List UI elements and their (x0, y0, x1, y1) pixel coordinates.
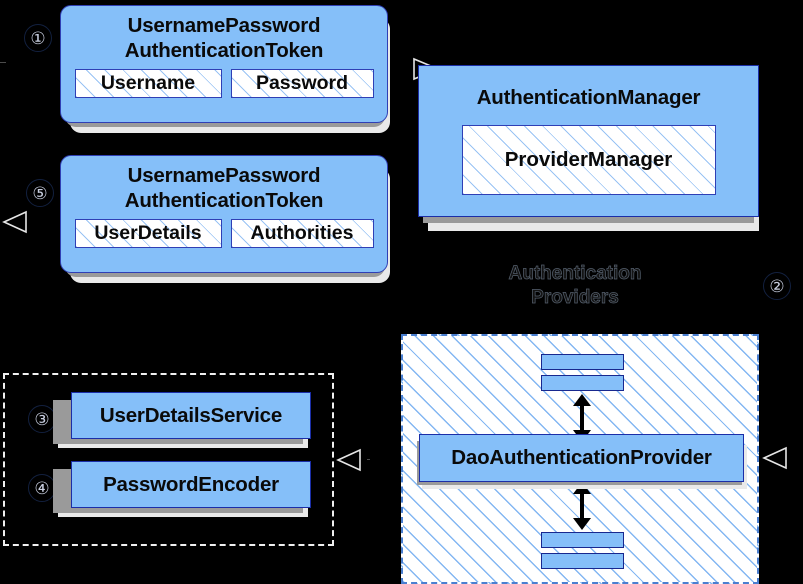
token-request-fields: Username Password (74, 69, 374, 98)
token-result-fields: UserDetails Authorities (74, 219, 374, 248)
hollow-triangle-left-icon-result (2, 210, 27, 234)
hollow-triangle-left-icon-dao (762, 446, 787, 470)
token-card-request[interactable]: UsernamePassword AuthenticationToken Use… (60, 5, 388, 123)
connector-top-arrowhead-up (573, 394, 591, 406)
provider-bar-top-2 (541, 375, 624, 391)
field-username[interactable]: Username (74, 69, 222, 98)
connector-bottom-arrowhead-down (573, 518, 591, 530)
services-connector-tick (367, 459, 370, 460)
dao-authentication-provider-card[interactable]: DaoAuthenticationProvider (419, 434, 744, 482)
provider-bar-bottom-1 (541, 532, 624, 548)
step-marker-2: ② (763, 272, 791, 300)
authentication-manager-title: AuthenticationManager (476, 86, 701, 109)
connector-top-line (580, 400, 584, 439)
token-result-title: UsernamePassword AuthenticationToken (124, 164, 324, 212)
step-marker-3: ③ (28, 405, 56, 433)
field-userdetails[interactable]: UserDetails (74, 219, 222, 248)
provider-bar-bottom-2 (541, 553, 624, 569)
hollow-triangle-left-icon-services (336, 448, 361, 472)
authentication-providers-label: Authentication Providers (508, 263, 642, 309)
userdetailsservice-card[interactable]: UserDetailsService (71, 392, 311, 439)
passwordencoder-title: PasswordEncoder (103, 472, 279, 496)
authentication-manager-card[interactable]: AuthenticationManager ProviderManager (418, 65, 759, 217)
field-password[interactable]: Password (230, 69, 374, 98)
step-marker-5: ⑤ (26, 179, 54, 207)
connector-bottom-line (580, 488, 584, 526)
provider-manager-box[interactable]: ProviderManager (461, 125, 716, 195)
passwordencoder-card[interactable]: PasswordEncoder (71, 461, 311, 508)
step-marker-1: ① (24, 24, 52, 52)
provider-bar-top-1 (541, 354, 624, 370)
userdetailsservice-title: UserDetailsService (99, 403, 283, 427)
field-authorities[interactable]: Authorities (230, 219, 374, 248)
step-marker-4: ④ (28, 474, 56, 502)
services-package-container (3, 373, 334, 546)
token-card-result[interactable]: UsernamePassword AuthenticationToken Use… (60, 155, 388, 273)
token-request-title: UsernamePassword AuthenticationToken (124, 14, 324, 62)
dao-authentication-provider-title: DaoAuthenticationProvider (451, 446, 712, 469)
left-edge-tick (0, 62, 6, 63)
